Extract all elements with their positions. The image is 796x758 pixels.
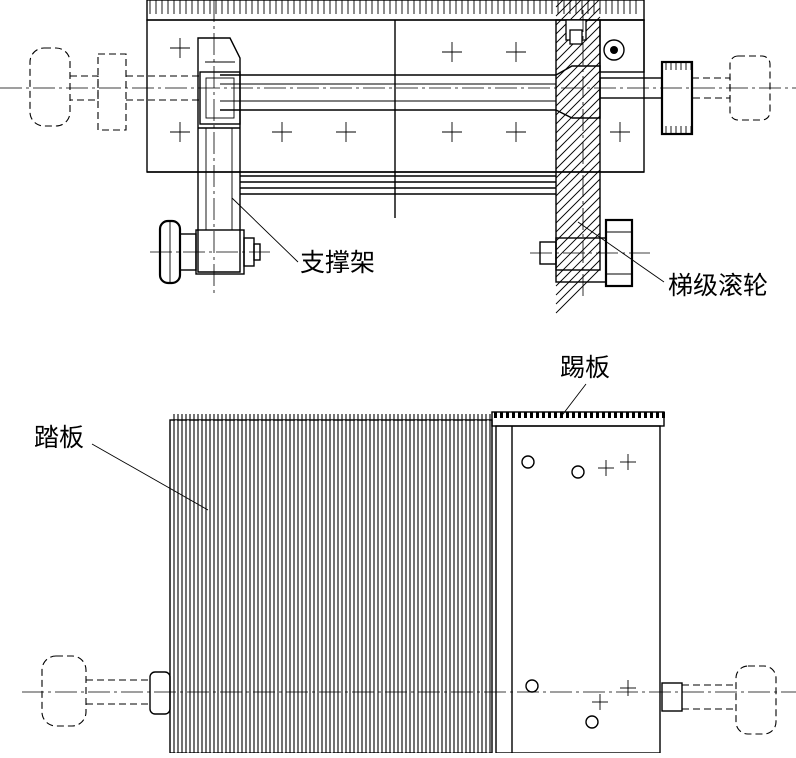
top-comb-teeth — [149, 0, 637, 14]
bottom-view — [22, 383, 796, 754]
step-roller-assembly — [539, 0, 645, 314]
pin-circle — [603, 39, 625, 61]
top-view — [0, 0, 796, 314]
bottom-left-handwheel — [41, 655, 87, 727]
left-handwheel-dashed — [29, 47, 71, 127]
tread-leader — [91, 443, 209, 511]
step-roller-leader — [577, 221, 665, 283]
right-end-gear — [660, 60, 694, 136]
bottom-right-handwheel — [735, 665, 777, 735]
label-support-frame: 支撑架 — [300, 248, 375, 277]
support-frame — [158, 37, 261, 285]
label-tread: 踏板 — [34, 423, 84, 452]
support-frame-leader — [231, 197, 299, 263]
label-step-roller: 梯级滚轮 — [668, 271, 768, 300]
riser-plate — [495, 425, 661, 754]
riser-leader — [559, 383, 587, 419]
label-riser: 踢板 — [560, 353, 610, 382]
